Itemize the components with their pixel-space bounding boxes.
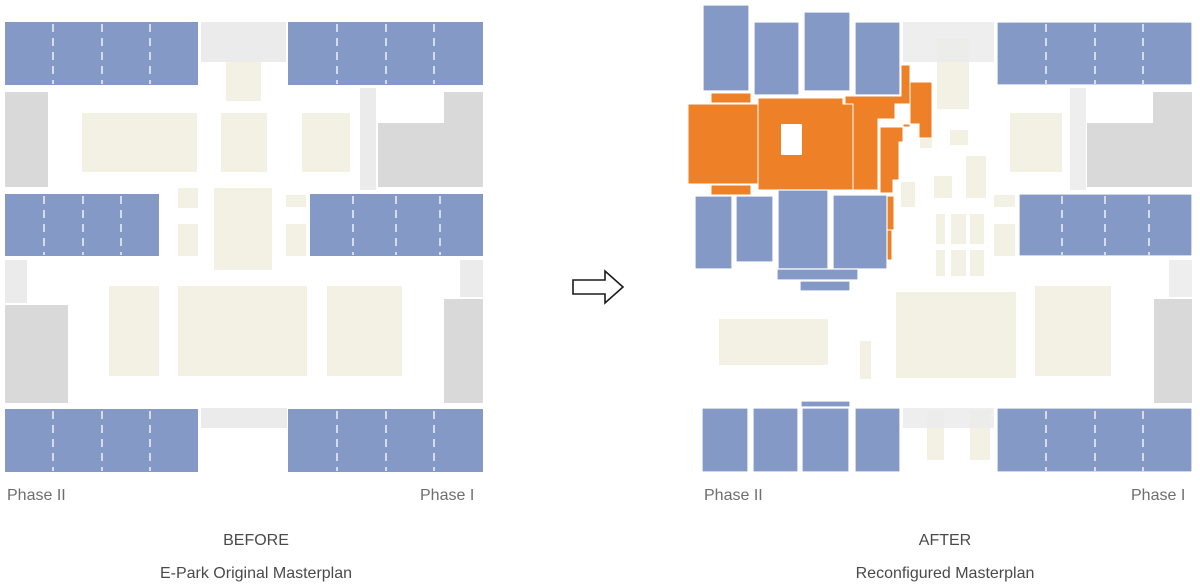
- after-subheading: Reconfigured Masterplan: [855, 565, 1035, 582]
- before-plan: [5, 22, 483, 472]
- arrow-right-icon: [572, 269, 625, 305]
- before-building-divisions: [43, 24, 441, 471]
- after-heading: AFTER: [918, 532, 972, 549]
- after-blue-buildings: [694, 4, 1193, 473]
- before-subheading: E-Park Original Masterplan: [159, 565, 353, 582]
- before-green-spaces: [82, 55, 402, 376]
- after-building-divisions: [1045, 24, 1150, 471]
- after-light-grey-buildings: [903, 22, 1192, 428]
- before-light-grey-buildings: [5, 22, 483, 428]
- after-phase-ii-label: Phase II: [704, 487, 763, 504]
- after-plan: [687, 4, 1193, 473]
- before-heading: BEFORE: [223, 532, 289, 549]
- after-courtyard: [781, 124, 802, 155]
- before-grey-buildings: [5, 92, 483, 403]
- after-grey-buildings: [1087, 92, 1192, 403]
- after-orange-buildings: [687, 64, 933, 261]
- after-green-spaces: [719, 39, 1111, 460]
- before-phase-ii-label: Phase II: [7, 487, 66, 504]
- after-phase-i-label: Phase I: [1131, 487, 1186, 504]
- before-phase-i-label: Phase I: [420, 487, 475, 504]
